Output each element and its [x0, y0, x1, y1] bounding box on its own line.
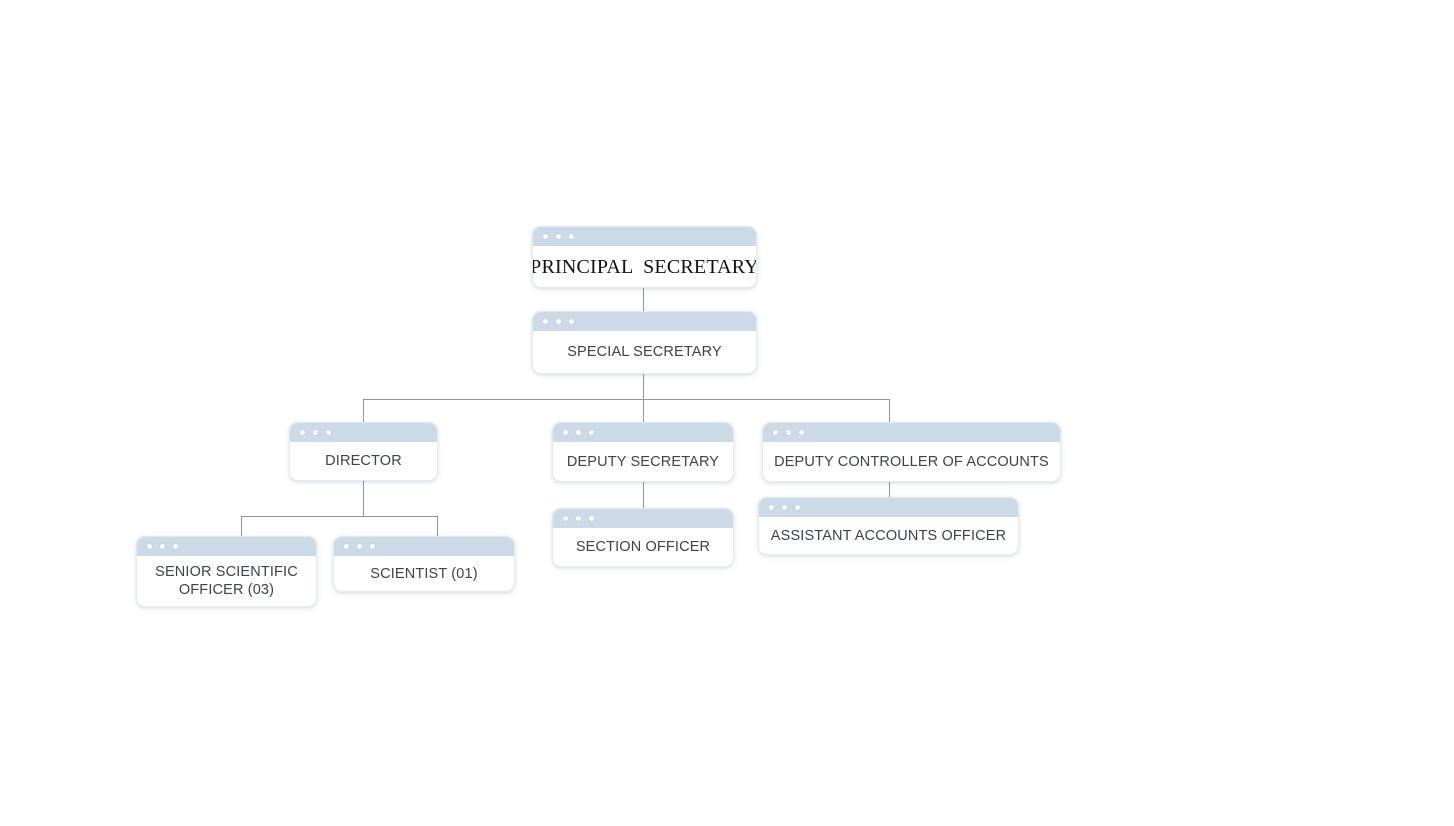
window-dot-icon — [325, 429, 332, 436]
window-dot-icon — [542, 233, 549, 240]
card-titlebar — [290, 423, 437, 442]
node-label: ASSISTANT ACCOUNTS OFFICER — [770, 527, 1007, 544]
node-label: SCIENTIST (01) — [370, 565, 478, 582]
node-label: DEPUTY CONTROLLER OF ACCOUNTS — [774, 453, 1049, 470]
card-titlebar — [553, 423, 733, 442]
window-dot-icon — [299, 429, 306, 436]
card-titlebar — [759, 498, 1018, 517]
node-label: DEPUTY SECRETARY — [566, 453, 720, 470]
connector-bus-to-deputy-controller — [889, 399, 890, 423]
window-dot-icon — [172, 543, 179, 550]
window-dot-icon — [588, 429, 595, 436]
window-dot-icon — [781, 504, 788, 511]
node-principal-secretary[interactable]: PRINCIPAL SECRETARY — [532, 226, 757, 288]
window-dot-icon — [555, 233, 562, 240]
window-dot-icon — [562, 429, 569, 436]
card-titlebar — [533, 227, 756, 246]
node-scientist[interactable]: SCIENTIST (01) — [333, 536, 515, 592]
node-deputy-controller-of-accounts[interactable]: DEPUTY CONTROLLER OF ACCOUNTS — [762, 422, 1061, 482]
card-titlebar — [334, 537, 514, 556]
connector-level2-bus — [363, 399, 890, 400]
card-titlebar — [137, 537, 316, 556]
node-label: DIRECTOR — [325, 453, 402, 470]
window-dot-icon — [798, 429, 805, 436]
window-dot-icon — [588, 515, 595, 522]
node-deputy-secretary[interactable]: DEPUTY SECRETARY — [552, 422, 734, 482]
window-dot-icon — [575, 429, 582, 436]
card-titlebar — [763, 423, 1060, 442]
window-dot-icon — [312, 429, 319, 436]
window-dot-icon — [772, 429, 779, 436]
connector-special-trunk — [643, 374, 644, 422]
window-dot-icon — [794, 504, 801, 511]
window-dot-icon — [562, 515, 569, 522]
card-titlebar — [553, 509, 733, 528]
connector-bus-to-director — [363, 399, 364, 423]
connector-director-trunk — [363, 481, 364, 516]
window-dot-icon — [568, 233, 575, 240]
node-label: SENIOR SCIENTIFIC OFFICER (03) — [155, 564, 298, 598]
window-dot-icon — [146, 543, 153, 550]
window-dot-icon — [555, 318, 562, 325]
node-special-secretary[interactable]: SPECIAL SECRETARY — [532, 311, 757, 374]
card-titlebar — [533, 312, 756, 331]
node-section-officer[interactable]: SECTION OFFICER — [552, 508, 734, 567]
window-dot-icon — [343, 543, 350, 550]
window-dot-icon — [542, 318, 549, 325]
node-director[interactable]: DIRECTOR — [289, 422, 438, 481]
connector-director-bus — [241, 516, 438, 517]
connector-principal-to-special — [643, 288, 644, 313]
window-dot-icon — [568, 318, 575, 325]
node-label: PRINCIPAL SECRETARY — [532, 256, 757, 279]
node-senior-scientific-officer[interactable]: SENIOR SCIENTIFIC OFFICER (03) — [136, 536, 317, 607]
window-dot-icon — [768, 504, 775, 511]
node-assistant-accounts-officer[interactable]: ASSISTANT ACCOUNTS OFFICER — [758, 497, 1019, 555]
window-dot-icon — [356, 543, 363, 550]
window-dot-icon — [159, 543, 166, 550]
node-label: SPECIAL SECRETARY — [567, 344, 722, 361]
window-dot-icon — [575, 515, 582, 522]
connector-bus-to-deputy-secretary — [643, 399, 644, 423]
connector-bus-to-scientist — [437, 516, 438, 536]
connector-deputy-controller-to-assistant — [889, 482, 890, 498]
window-dot-icon — [785, 429, 792, 436]
node-label: SECTION OFFICER — [575, 539, 711, 556]
window-dot-icon — [369, 543, 376, 550]
connector-bus-to-senior-scientific-officer — [241, 516, 242, 536]
connector-deputy-secretary-to-section-officer — [643, 482, 644, 509]
